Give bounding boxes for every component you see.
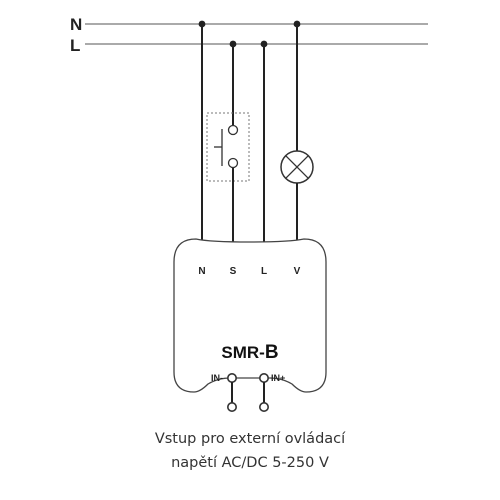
neutral-rail-label: N [70, 15, 82, 34]
input-minus-label: IN- [211, 373, 223, 383]
switch-contact-top [227, 124, 239, 136]
device-body [173, 238, 327, 393]
switch-contact-bottom [227, 157, 239, 169]
input-plus-end [258, 401, 269, 412]
caption-line-1: Vstup pro externí ovládací [155, 431, 346, 447]
model-suffix: B [265, 342, 279, 363]
line-rail-label: L [70, 36, 80, 55]
control-inputs: IN- IN+ [211, 372, 285, 412]
terminal-s-label: S [230, 266, 237, 277]
input-minus-end [227, 401, 238, 412]
terminal-l-label: L [261, 266, 267, 277]
switch-dashed-box [206, 112, 250, 182]
caption-line-2: napětí AC/DC 5-250 V [171, 455, 329, 471]
push-button-switch [206, 44, 250, 260]
input-plus-label: IN+ [271, 373, 285, 383]
input-minus-terminal [227, 372, 238, 383]
terminal-n-label: N [198, 266, 205, 277]
model-label: SMR-B [221, 342, 278, 363]
input-plus-terminal [258, 372, 269, 383]
lamp [280, 24, 314, 260]
terminal-v-label: V [294, 266, 301, 277]
model-prefix: SMR- [221, 343, 264, 362]
